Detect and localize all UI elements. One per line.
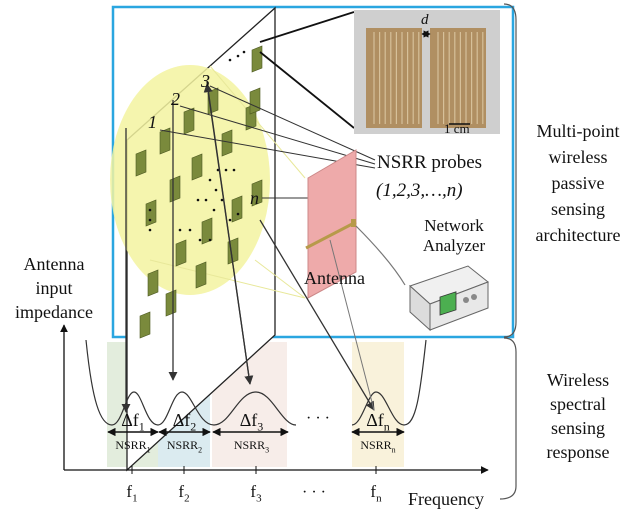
label-d: d [421, 12, 429, 28]
nsrr-1: NSRR1 [115, 438, 151, 455]
dots-response: · · · [306, 410, 330, 427]
imp-line3: impedance [15, 302, 93, 322]
dots-axis: · · · [302, 484, 326, 501]
resp-line3: sensing [551, 418, 605, 438]
nsrr-probe [191, 153, 203, 181]
freq-tick-n: fn [370, 482, 382, 505]
arrow-probe-n [259, 219, 375, 411]
network-analyzer-line1: Network [424, 216, 484, 235]
arch-line1: Multi-point [536, 121, 620, 141]
nsrr-probe [175, 239, 187, 267]
resp-line1: Wireless [546, 370, 610, 390]
resp-line2: spectral [550, 394, 606, 414]
nsrr-probe [251, 45, 263, 73]
resp-line4: response [546, 442, 610, 462]
arch-line4: sensing [551, 199, 605, 219]
nsrr-n: NSRRn [360, 438, 396, 455]
impedance-curve [85, 339, 427, 426]
nsrr-probe [139, 311, 151, 339]
label-nsrr-probes: NSRR probes [377, 152, 483, 173]
nsrr-probe [201, 217, 213, 245]
band-n [352, 342, 404, 467]
antenna-panel[interactable] [307, 149, 357, 299]
nsrr-probe [159, 127, 171, 155]
label-architecture: Multi-point wireless passive sensing arc… [520, 118, 636, 248]
resonator-array [135, 45, 263, 339]
nsrr-probe [195, 261, 207, 289]
nsrr-probe [183, 107, 195, 135]
nsrr-probe [231, 195, 243, 223]
delta-f-1: Δf1 [121, 410, 145, 434]
label-probes-range: (1,2,3,…,n) [376, 180, 463, 201]
grid-dots [148, 50, 246, 242]
freq-tick-2: f2 [178, 482, 190, 505]
arch-line2: wireless [548, 147, 608, 167]
arrow-probe-3-back [203, 83, 251, 385]
arch-line5: architecture [535, 225, 621, 245]
nsrr-probe [251, 179, 263, 207]
probe-number-2: 2 [171, 89, 180, 109]
freq-tick-3: f3 [250, 482, 262, 505]
arch-line3: passive [551, 173, 605, 193]
nsrr-probe [249, 87, 261, 115]
probe-number-n: n [250, 188, 259, 208]
nsrr-probe [169, 175, 181, 203]
delta-f-2: Δf2 [172, 410, 197, 434]
delta-f-3: Δf3 [239, 410, 264, 434]
resonator-photo [354, 10, 500, 134]
probe-number-1: 1 [148, 112, 157, 132]
nsrr-probe [145, 199, 157, 227]
label-network-analyzer: Network Analyzer [406, 216, 502, 255]
imp-line2: input [35, 278, 73, 298]
arrow-antenna [329, 239, 375, 411]
nsrr-probe [221, 129, 233, 157]
nsrr-probe [147, 269, 159, 297]
imp-line1: Antenna [23, 254, 85, 274]
label-antenna: Antenna [304, 268, 365, 288]
label-impedance: Antenna input impedance [2, 252, 106, 324]
nsrr-probe [165, 289, 177, 317]
nsrr-probe [135, 149, 147, 177]
nsrr-3: NSRR3 [233, 438, 270, 455]
nsrr-2: NSRR2 [166, 438, 203, 455]
probe-number-3: 3 [201, 71, 210, 91]
network-analyzer-device[interactable] [409, 265, 489, 332]
network-analyzer-line2: Analyzer [422, 235, 486, 255]
bracket-response [499, 337, 517, 500]
label-scale: 1 cm [444, 121, 470, 136]
bracket-architecture [503, 3, 517, 338]
label-frequency: Frequency [408, 489, 484, 509]
delta-f-n: Δfn [366, 410, 390, 434]
label-response: Wireless spectral sensing response [520, 368, 636, 464]
sensing-area [110, 65, 270, 295]
freq-tick-1: f1 [126, 482, 138, 505]
